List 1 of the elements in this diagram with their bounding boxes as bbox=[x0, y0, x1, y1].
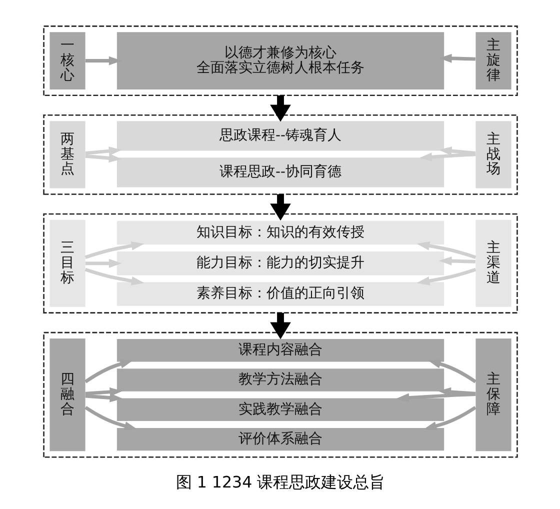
caption: 图 1 1234 课程思政建设总旨 bbox=[175, 472, 385, 492]
